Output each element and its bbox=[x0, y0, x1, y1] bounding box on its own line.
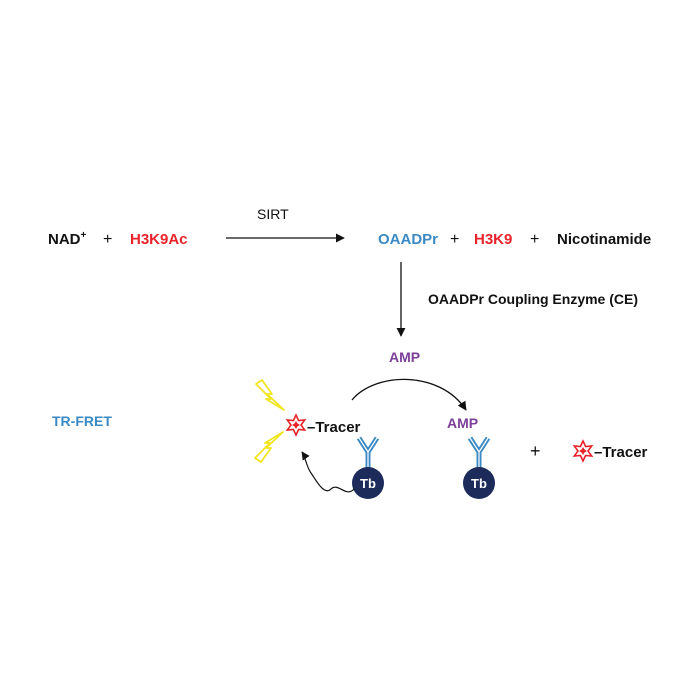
product-oaadpr: OAADPr bbox=[378, 231, 438, 248]
tb-label-2: Tb bbox=[471, 476, 487, 491]
bound-tracer-label: –Tracer bbox=[307, 419, 361, 436]
displacement-arrow bbox=[351, 378, 467, 411]
wavy-arrow-icon bbox=[301, 451, 355, 493]
plus-sign: + bbox=[103, 231, 112, 248]
antibody-icon bbox=[359, 438, 377, 468]
tr-fret-label: TR-FRET bbox=[52, 413, 112, 429]
lightning-bolt-icon bbox=[254, 431, 284, 463]
terbium-donor-1 bbox=[352, 467, 384, 499]
tr-fret-section: TR-FRET –Tracer Tb AMP Tb + –Tracer bbox=[52, 378, 648, 499]
coupling-enzyme-label: OAADPr Coupling Enzyme (CE) bbox=[428, 291, 638, 307]
product-h3k9: H3K9 bbox=[474, 231, 512, 248]
plus-sign: + bbox=[450, 231, 459, 248]
nad-superscript: + bbox=[81, 230, 87, 241]
enzyme-sirt-label: SIRT bbox=[257, 206, 289, 222]
antibody-icon bbox=[470, 438, 488, 468]
plus-sign: + bbox=[530, 441, 541, 461]
amp-product-label: AMP bbox=[389, 349, 420, 365]
reactant-nad: NAD+ bbox=[48, 230, 87, 248]
tb-label-1: Tb bbox=[360, 476, 376, 491]
bound-amp-label: AMP bbox=[447, 415, 478, 431]
reaction-row: NAD+ + H3K9Ac SIRT OAADPr + H3K9 + Nicot… bbox=[48, 206, 651, 248]
tracer-star-icon bbox=[573, 440, 593, 462]
terbium-donor-2 bbox=[463, 467, 495, 499]
product-nicotinamide: Nicotinamide bbox=[557, 231, 651, 248]
free-tracer-label: –Tracer bbox=[594, 444, 648, 461]
nad-base-label: NAD bbox=[48, 231, 81, 248]
lightning-bolt-icon bbox=[255, 379, 285, 411]
coupling-step: OAADPr Coupling Enzyme (CE) AMP bbox=[389, 262, 638, 365]
plus-sign: + bbox=[530, 231, 539, 248]
reactant-h3k9ac: H3K9Ac bbox=[130, 231, 188, 248]
tracer-star-icon bbox=[286, 414, 306, 436]
